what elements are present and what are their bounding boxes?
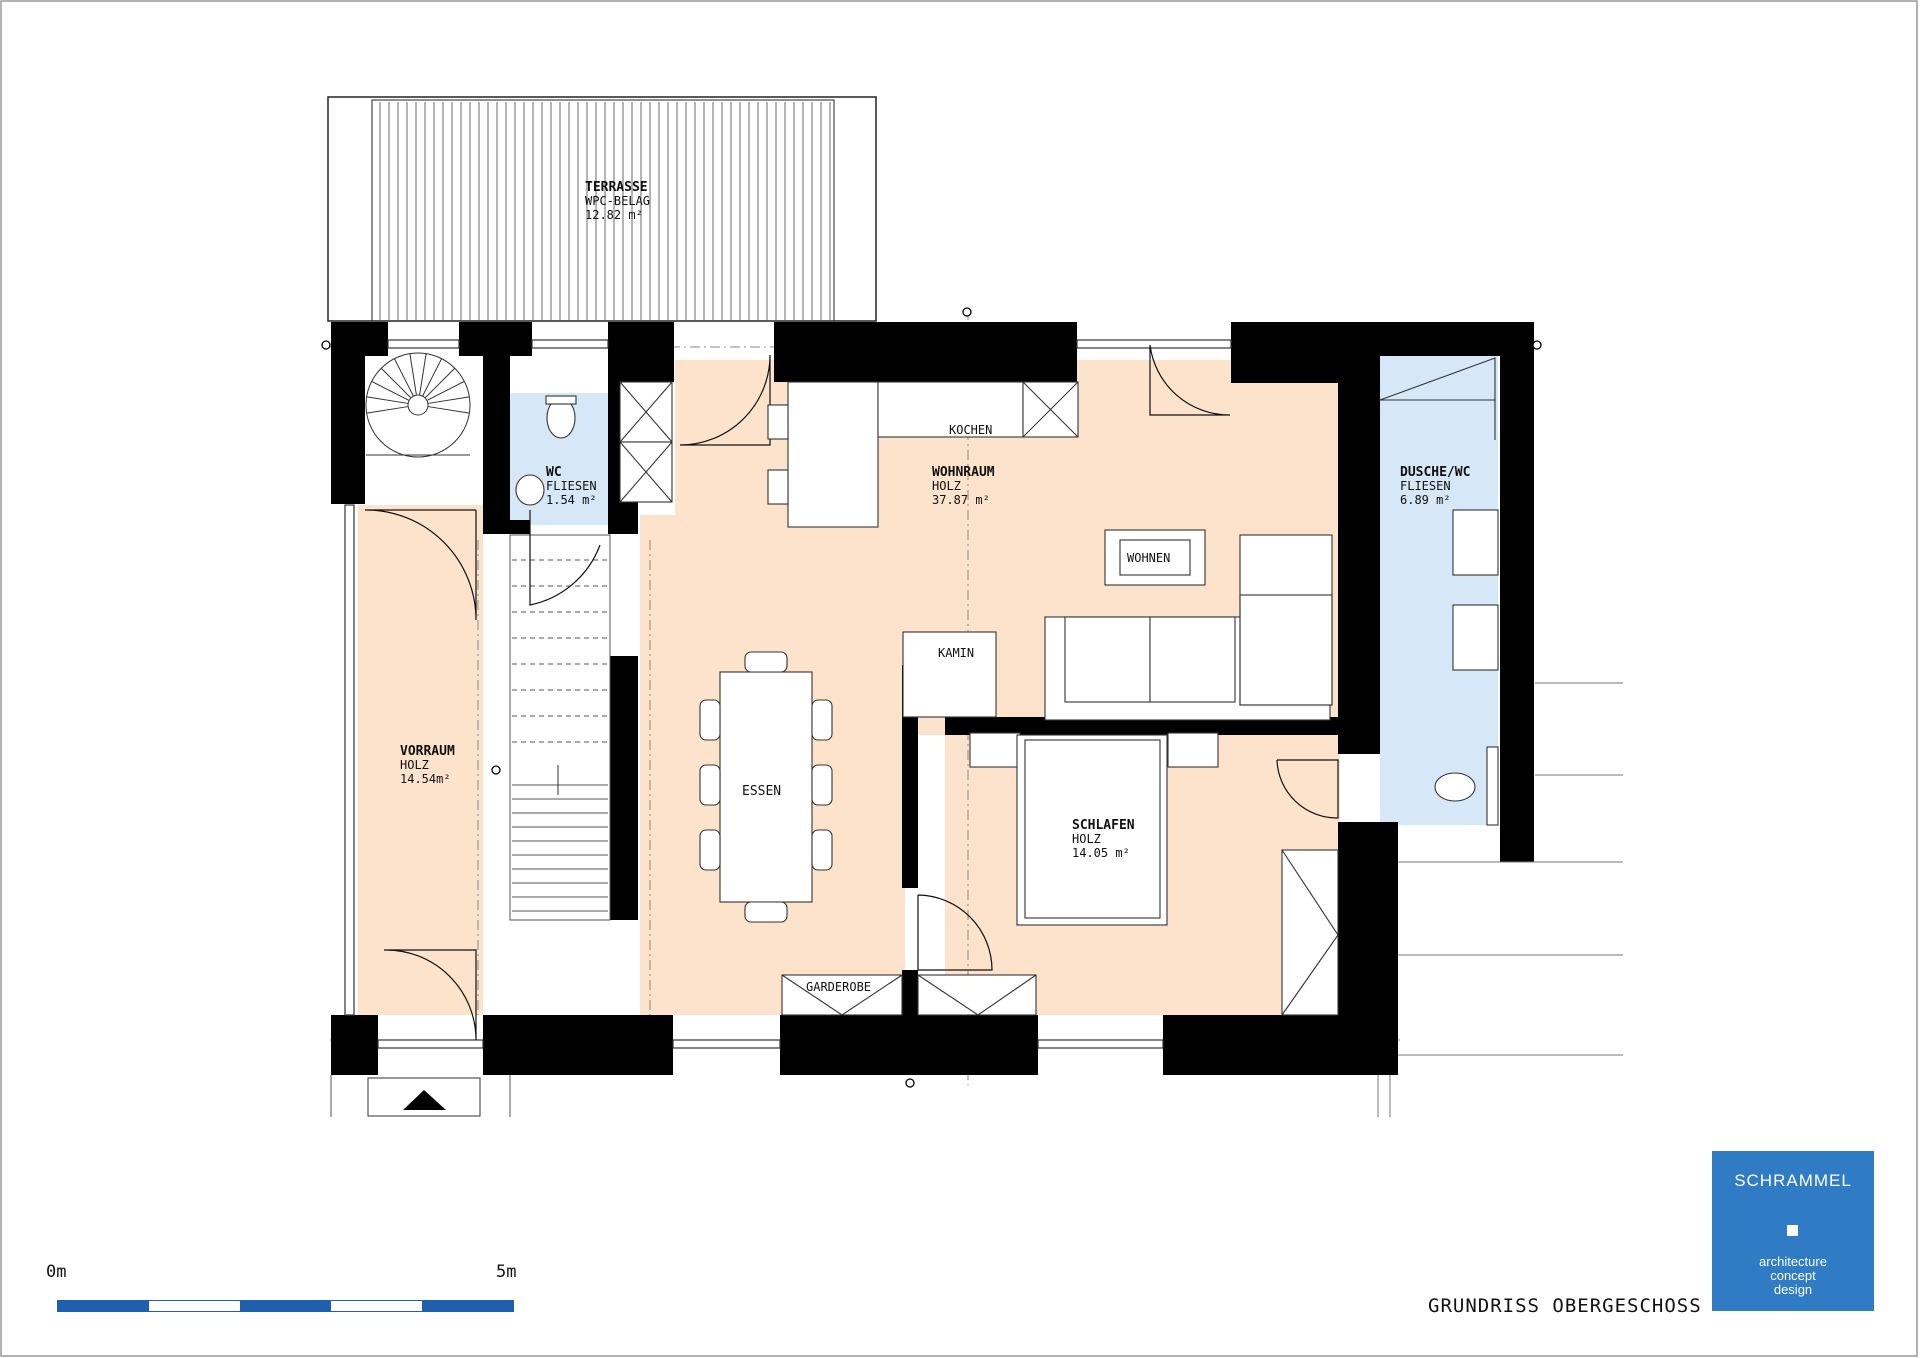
company-logo: SCHRAMMEL architecture concept design [1712,1151,1874,1311]
spiral-stair [365,352,471,458]
scale-segment [422,1301,513,1311]
logo-tagline-2: concept [1770,1268,1816,1283]
logo-tagline-3: design [1773,1282,1813,1297]
scale-bar [57,1300,514,1312]
logo-square-icon [1787,1225,1798,1236]
terrasse-material: WPC-BELAG [585,194,650,208]
terrasse-area: 12.82 m² [585,208,643,222]
scale-segment [240,1301,331,1311]
floor-dusche [1380,355,1498,825]
zone-label-essen: ESSEN [742,784,781,799]
room-label-wohnraum: WOHNRAUM HOLZ 37.87 m² [932,465,995,507]
wc-material: FLIESEN [546,479,597,493]
terrasse-name: TERRASSE [585,180,648,195]
schlafen-material: HOLZ [1072,832,1101,846]
zone-label-kamin: KAMIN [938,646,974,660]
scale-segment [149,1301,240,1311]
shower-fixtures [1379,357,1499,826]
floor-vorraum [358,505,483,1015]
scale-segment [331,1301,422,1311]
scale-start-label: 0m [46,1262,67,1282]
room-label-vorraum: VORRAUM HOLZ 14.54m² [400,744,455,786]
bedroom-wardrobe [1281,849,1339,1016]
vorraum-name: VORRAUM [400,744,455,759]
dusche-area: 6.89 m² [1400,493,1451,507]
storage-cabinets [619,381,673,503]
wohnraum-area: 37.87 m² [932,493,990,507]
entry-step [330,1075,511,1117]
walls [331,322,1534,1075]
scale-segment [58,1301,149,1311]
doors [365,344,1339,1041]
dusche-name: DUSCHE/WC [1400,465,1470,480]
zone-label-kochen: KOCHEN [949,423,992,437]
fireplace [902,631,997,718]
room-label-dusche: DUSCHE/WC FLIESEN 6.89 m² [1400,465,1470,507]
wohnraum-name: WOHNRAUM [932,465,995,480]
bed [969,732,1219,926]
logo-tagline-1: architecture [1759,1254,1827,1269]
living-furniture [1044,529,1333,721]
kitchen [767,381,1079,528]
room-label-schlafen: SCHLAFEN HOLZ 14.05 m² [1072,818,1135,860]
terrace-deck [327,96,877,322]
drawing-title: GRUNDRISS OBERGESCHOSS [1428,1295,1702,1317]
wc-name: WC [546,465,562,480]
windows [344,339,1232,1049]
room-label-wc: WC FLIESEN 1.54 m² [546,465,597,507]
axis-markers [321,307,1542,1088]
logo-name: SCHRAMMEL [1734,1171,1852,1190]
vorraum-material: HOLZ [400,758,429,772]
zone-label-garderobe: GARDEROBE [806,980,871,994]
vorraum-area: 14.54m² [400,772,451,786]
main-stair [509,534,611,921]
dining-table [699,651,833,923]
wc-fixtures [515,395,577,506]
wc-area: 1.54 m² [546,493,597,507]
scale-end-label: 5m [496,1262,517,1282]
wohnraum-material: HOLZ [932,479,961,493]
exterior-lines [1377,682,1623,1117]
zone-label-wohnen: WOHNEN [1127,551,1170,565]
logo-tagline: architecture concept design [1712,1255,1874,1297]
schlafen-name: SCHLAFEN [1072,818,1135,833]
room-label-terrasse: TERRASSE WPC-BELAG 12.82 m² [585,180,650,222]
wardrobe-cabinets [781,974,1037,1016]
dusche-material: FLIESEN [1400,479,1451,493]
schlafen-area: 14.05 m² [1072,846,1130,860]
